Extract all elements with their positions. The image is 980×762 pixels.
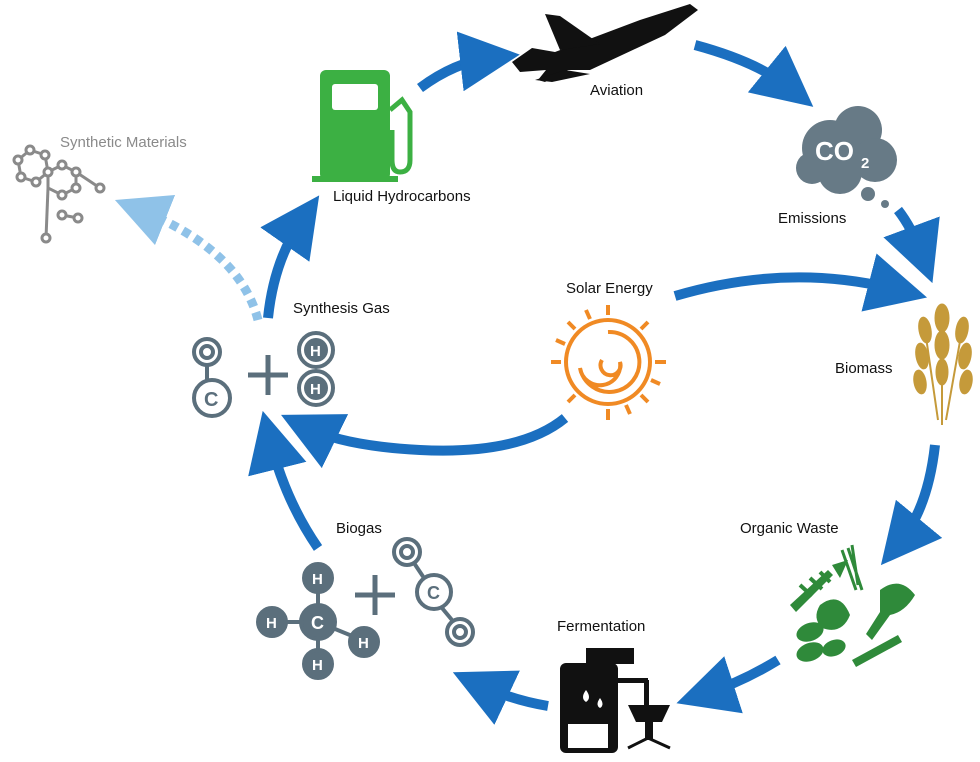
arrow-waste-to-fermentation [676, 655, 781, 714]
arrow-aviation-to-emissions [693, 40, 814, 107]
synthesis-gas-molecules: C H H [192, 331, 335, 418]
arrow-emissions-to-biomass [883, 206, 940, 284]
carbon-atom-label: C [427, 583, 440, 603]
synthetic-materials-label: Synthetic Materials [60, 134, 187, 151]
biogas-molecules: C H H H H C [256, 537, 475, 680]
solar-energy-label: Solar Energy [566, 280, 653, 297]
synthesis-gas-label: Synthesis Gas [293, 300, 390, 317]
synthetic-materials-molecule-icon [12, 144, 106, 244]
arrow-solar-to-biomass [673, 253, 928, 312]
fermentation-icon [560, 648, 671, 753]
aviation-label: Aviation [590, 82, 644, 99]
co2-symbol: CO [815, 136, 854, 166]
plus-icon [248, 355, 288, 395]
biomass-label: Biomass [835, 360, 893, 377]
wheat-icon [913, 303, 973, 425]
h2-molecule [297, 331, 335, 407]
ch4-molecule [256, 562, 380, 680]
hydrogen-atom-label: H [310, 381, 321, 398]
carbon-atom-label: C [311, 613, 324, 633]
hydrogen-atom-label: H [358, 635, 369, 652]
co2-cloud-icon [796, 106, 897, 208]
airplane-icon [512, 4, 698, 82]
arrow-biogas-to-syngas [248, 410, 323, 551]
hydrogen-atom-label: H [312, 571, 323, 588]
arrow-fermentation-to-biogas [452, 670, 549, 725]
organic-waste-icon [790, 544, 915, 667]
carbon-atom-label: C [204, 389, 218, 411]
emissions-label: Emissions [778, 210, 847, 227]
arrow-syngas-to-synthetic-materials [114, 194, 263, 322]
cycle-arrows [248, 31, 943, 725]
biogas-label: Biogas [336, 520, 382, 537]
co-molecule [192, 337, 232, 418]
liquid-hydrocarbons-label: Liquid Hydrocarbons [333, 188, 471, 205]
co2-molecule [392, 537, 475, 647]
fuel-pump-icon [312, 70, 413, 182]
plus-icon [355, 575, 395, 615]
arrow-biomass-to-waste [880, 444, 943, 566]
fermentation-label: Fermentation [557, 618, 646, 635]
hydrogen-atom-label: H [312, 657, 323, 674]
arrow-syngas-to-fuel [260, 195, 320, 319]
sun-icon [551, 305, 666, 420]
co2-subscript: 2 [861, 155, 869, 172]
organic-waste-label: Organic Waste [740, 520, 839, 537]
arrow-solar-to-syngas [281, 414, 569, 469]
hydrogen-atom-label: H [266, 615, 277, 632]
hydrogen-atom-label: H [310, 343, 321, 360]
arrow-fuel-to-aviation [417, 31, 520, 93]
